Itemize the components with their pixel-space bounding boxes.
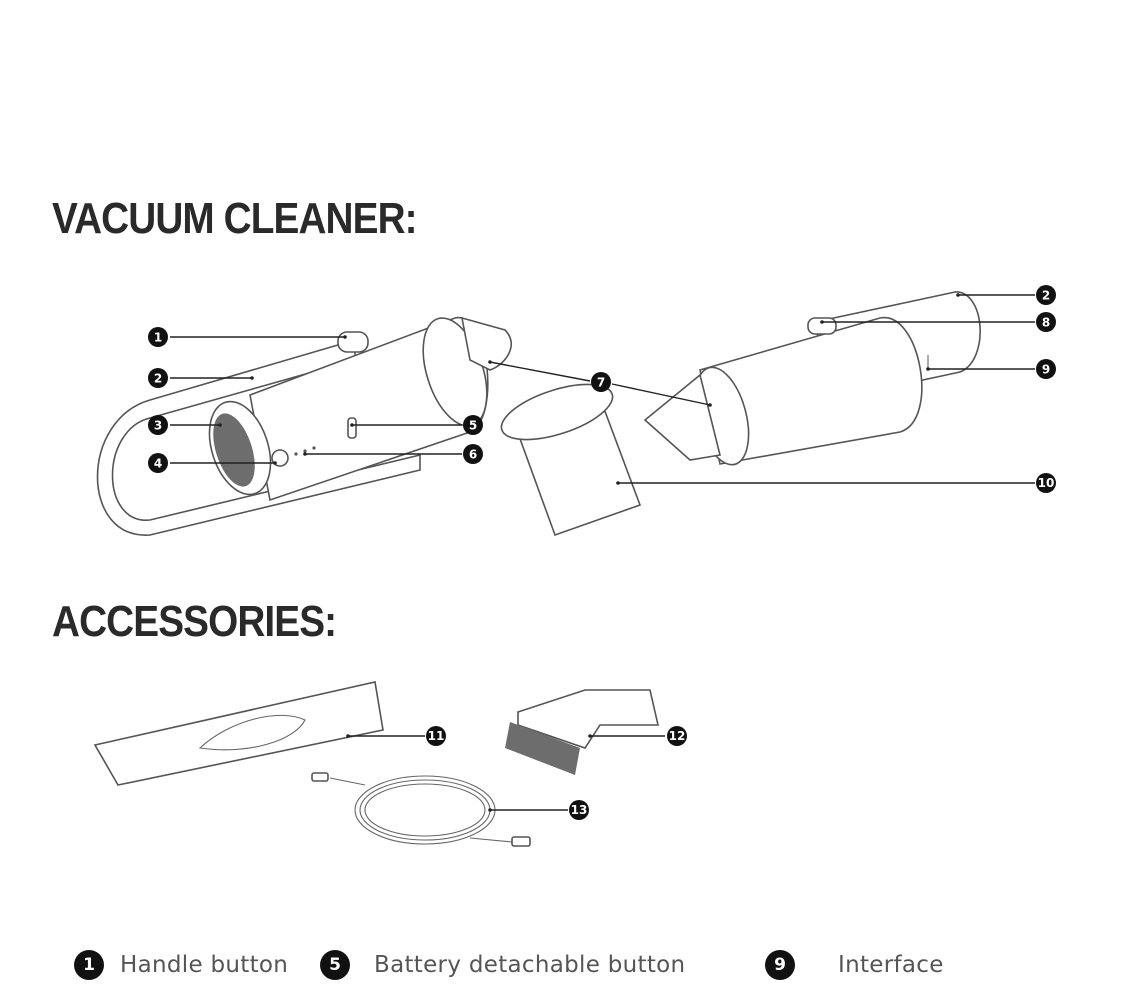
svg-text:2: 2 (1042, 289, 1050, 303)
callout-2-left: 2 (148, 368, 168, 388)
callout-9: 9 (1036, 359, 1056, 379)
svg-text:5: 5 (469, 419, 477, 433)
svg-text:3: 3 (154, 419, 162, 433)
callout-10: 10 (1036, 473, 1056, 493)
svg-text:1: 1 (154, 331, 162, 345)
svg-text:12: 12 (669, 729, 686, 743)
svg-text:8: 8 (1042, 316, 1050, 330)
dust-cup (500, 383, 642, 537)
callout-11: 11 (426, 726, 446, 746)
svg-text:6: 6 (469, 448, 477, 462)
vacuum-detached-section (643, 291, 981, 466)
svg-text:10: 10 (1038, 476, 1055, 490)
svg-text:11: 11 (428, 729, 445, 743)
svg-text:7: 7 (597, 376, 605, 390)
svg-text:2: 2 (154, 372, 162, 386)
section-heading-vacuum-cleaner: VACUUM CLEANER: (52, 194, 418, 243)
callout-2-right: 2 (1036, 285, 1056, 305)
callout-5: 5 (463, 415, 483, 435)
legend-number-badge: 9 (765, 950, 795, 980)
legend-item-handle-button: 1 Handle button (74, 950, 288, 980)
svg-text:4: 4 (154, 457, 162, 471)
vacuum-main-body (96, 316, 512, 536)
legend-number-badge: 5 (320, 950, 350, 980)
legend-number-badge: 1 (74, 950, 104, 980)
legend-label: Handle button (120, 952, 289, 978)
callout-7: 7 (591, 372, 611, 392)
svg-text:9: 9 (1042, 363, 1050, 377)
callout-4: 4 (148, 453, 168, 473)
callout-13: 13 (569, 800, 589, 820)
callout-3: 3 (148, 415, 168, 435)
callout-8: 8 (1036, 312, 1056, 332)
legend-label: Battery detachable button (374, 952, 686, 978)
section-heading-accessories: ACCESSORIES: (52, 597, 337, 646)
legend-item-interface: 9 Interface (765, 950, 944, 980)
crevice-nozzle (93, 681, 384, 786)
legend-label: Interface (838, 952, 944, 978)
callout-6: 6 (463, 444, 483, 464)
svg-text:13: 13 (571, 803, 588, 817)
brush-head (505, 689, 660, 775)
legend-item-battery-detachable-button: 5 Battery detachable button (320, 950, 685, 980)
parts-legend: 1 Handle button 5 Battery detachable but… (0, 950, 1125, 990)
callout-12: 12 (667, 726, 687, 746)
callout-1: 1 (148, 327, 168, 347)
leader-lines (170, 293, 1035, 812)
